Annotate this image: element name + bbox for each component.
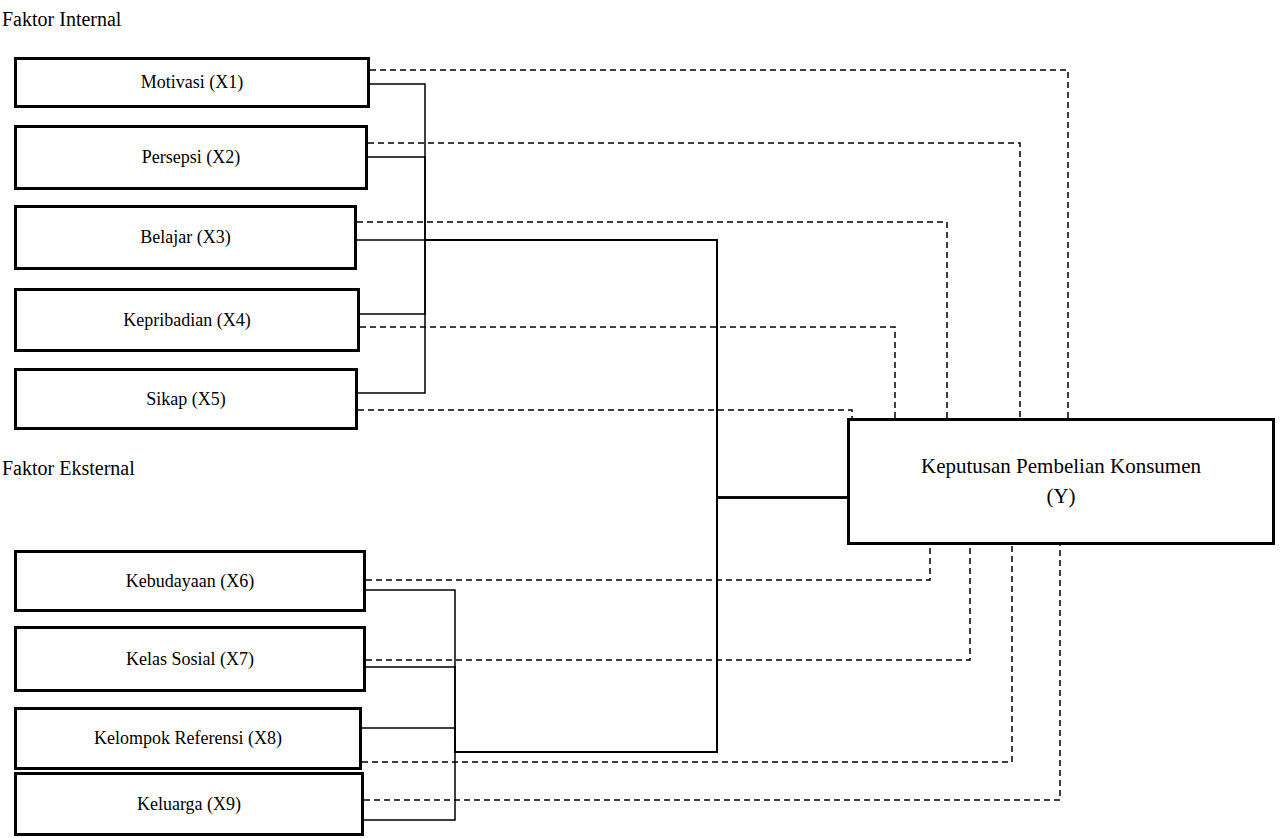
solid-connector [358,240,847,498]
solid-connector [357,240,847,498]
factor-box: Motivasi (X1) [14,57,370,108]
solid-connector [364,498,847,821]
factor-box: Kepribadian (X4) [14,288,360,352]
dashed-connector [368,143,1020,418]
group-heading: Faktor Eksternal [2,457,135,480]
solid-connector [366,498,847,753]
box-label: Keluarga (X9) [131,794,247,815]
box-label: Kebudayaan (X6) [120,571,260,592]
dashed-connector [370,70,1068,418]
factor-box: Keluarga (X9) [14,772,364,836]
dashed-connector [366,545,970,660]
dashed-connector [366,545,930,580]
dashed-connector [364,545,1060,800]
factor-box: Sikap (X5) [14,368,358,430]
box-label: Keputusan Pembelian Konsumen (Y) [910,452,1212,511]
solid-connector [368,157,847,498]
solid-connector [362,498,847,753]
factor-box: Kelas Sosial (X7) [14,626,366,692]
box-label: Kelompok Referensi (X8) [88,728,288,749]
box-label: Belajar (X3) [134,227,236,248]
factor-box: Persepsi (X2) [14,125,368,190]
dashed-connector [358,410,852,418]
dashed-connector [362,545,1012,762]
factor-box: Belajar (X3) [14,205,357,270]
solid-connector [366,498,847,753]
solid-connector [360,240,847,498]
box-label: Kelas Sosial (X7) [120,649,260,670]
dashed-connector [360,327,895,418]
box-label: Persepsi (X2) [136,147,246,168]
dashed-connector [357,222,947,418]
factor-box: Kelompok Referensi (X8) [14,707,362,770]
box-label: Sikap (X5) [140,389,232,410]
factor-box: Kebudayaan (X6) [14,550,366,612]
result-box: Keputusan Pembelian Konsumen (Y) [847,418,1275,545]
group-heading: Faktor Internal [2,8,121,31]
box-label: Kepribadian (X4) [117,310,256,331]
box-label: Motivasi (X1) [135,72,250,93]
solid-connector [370,84,847,498]
